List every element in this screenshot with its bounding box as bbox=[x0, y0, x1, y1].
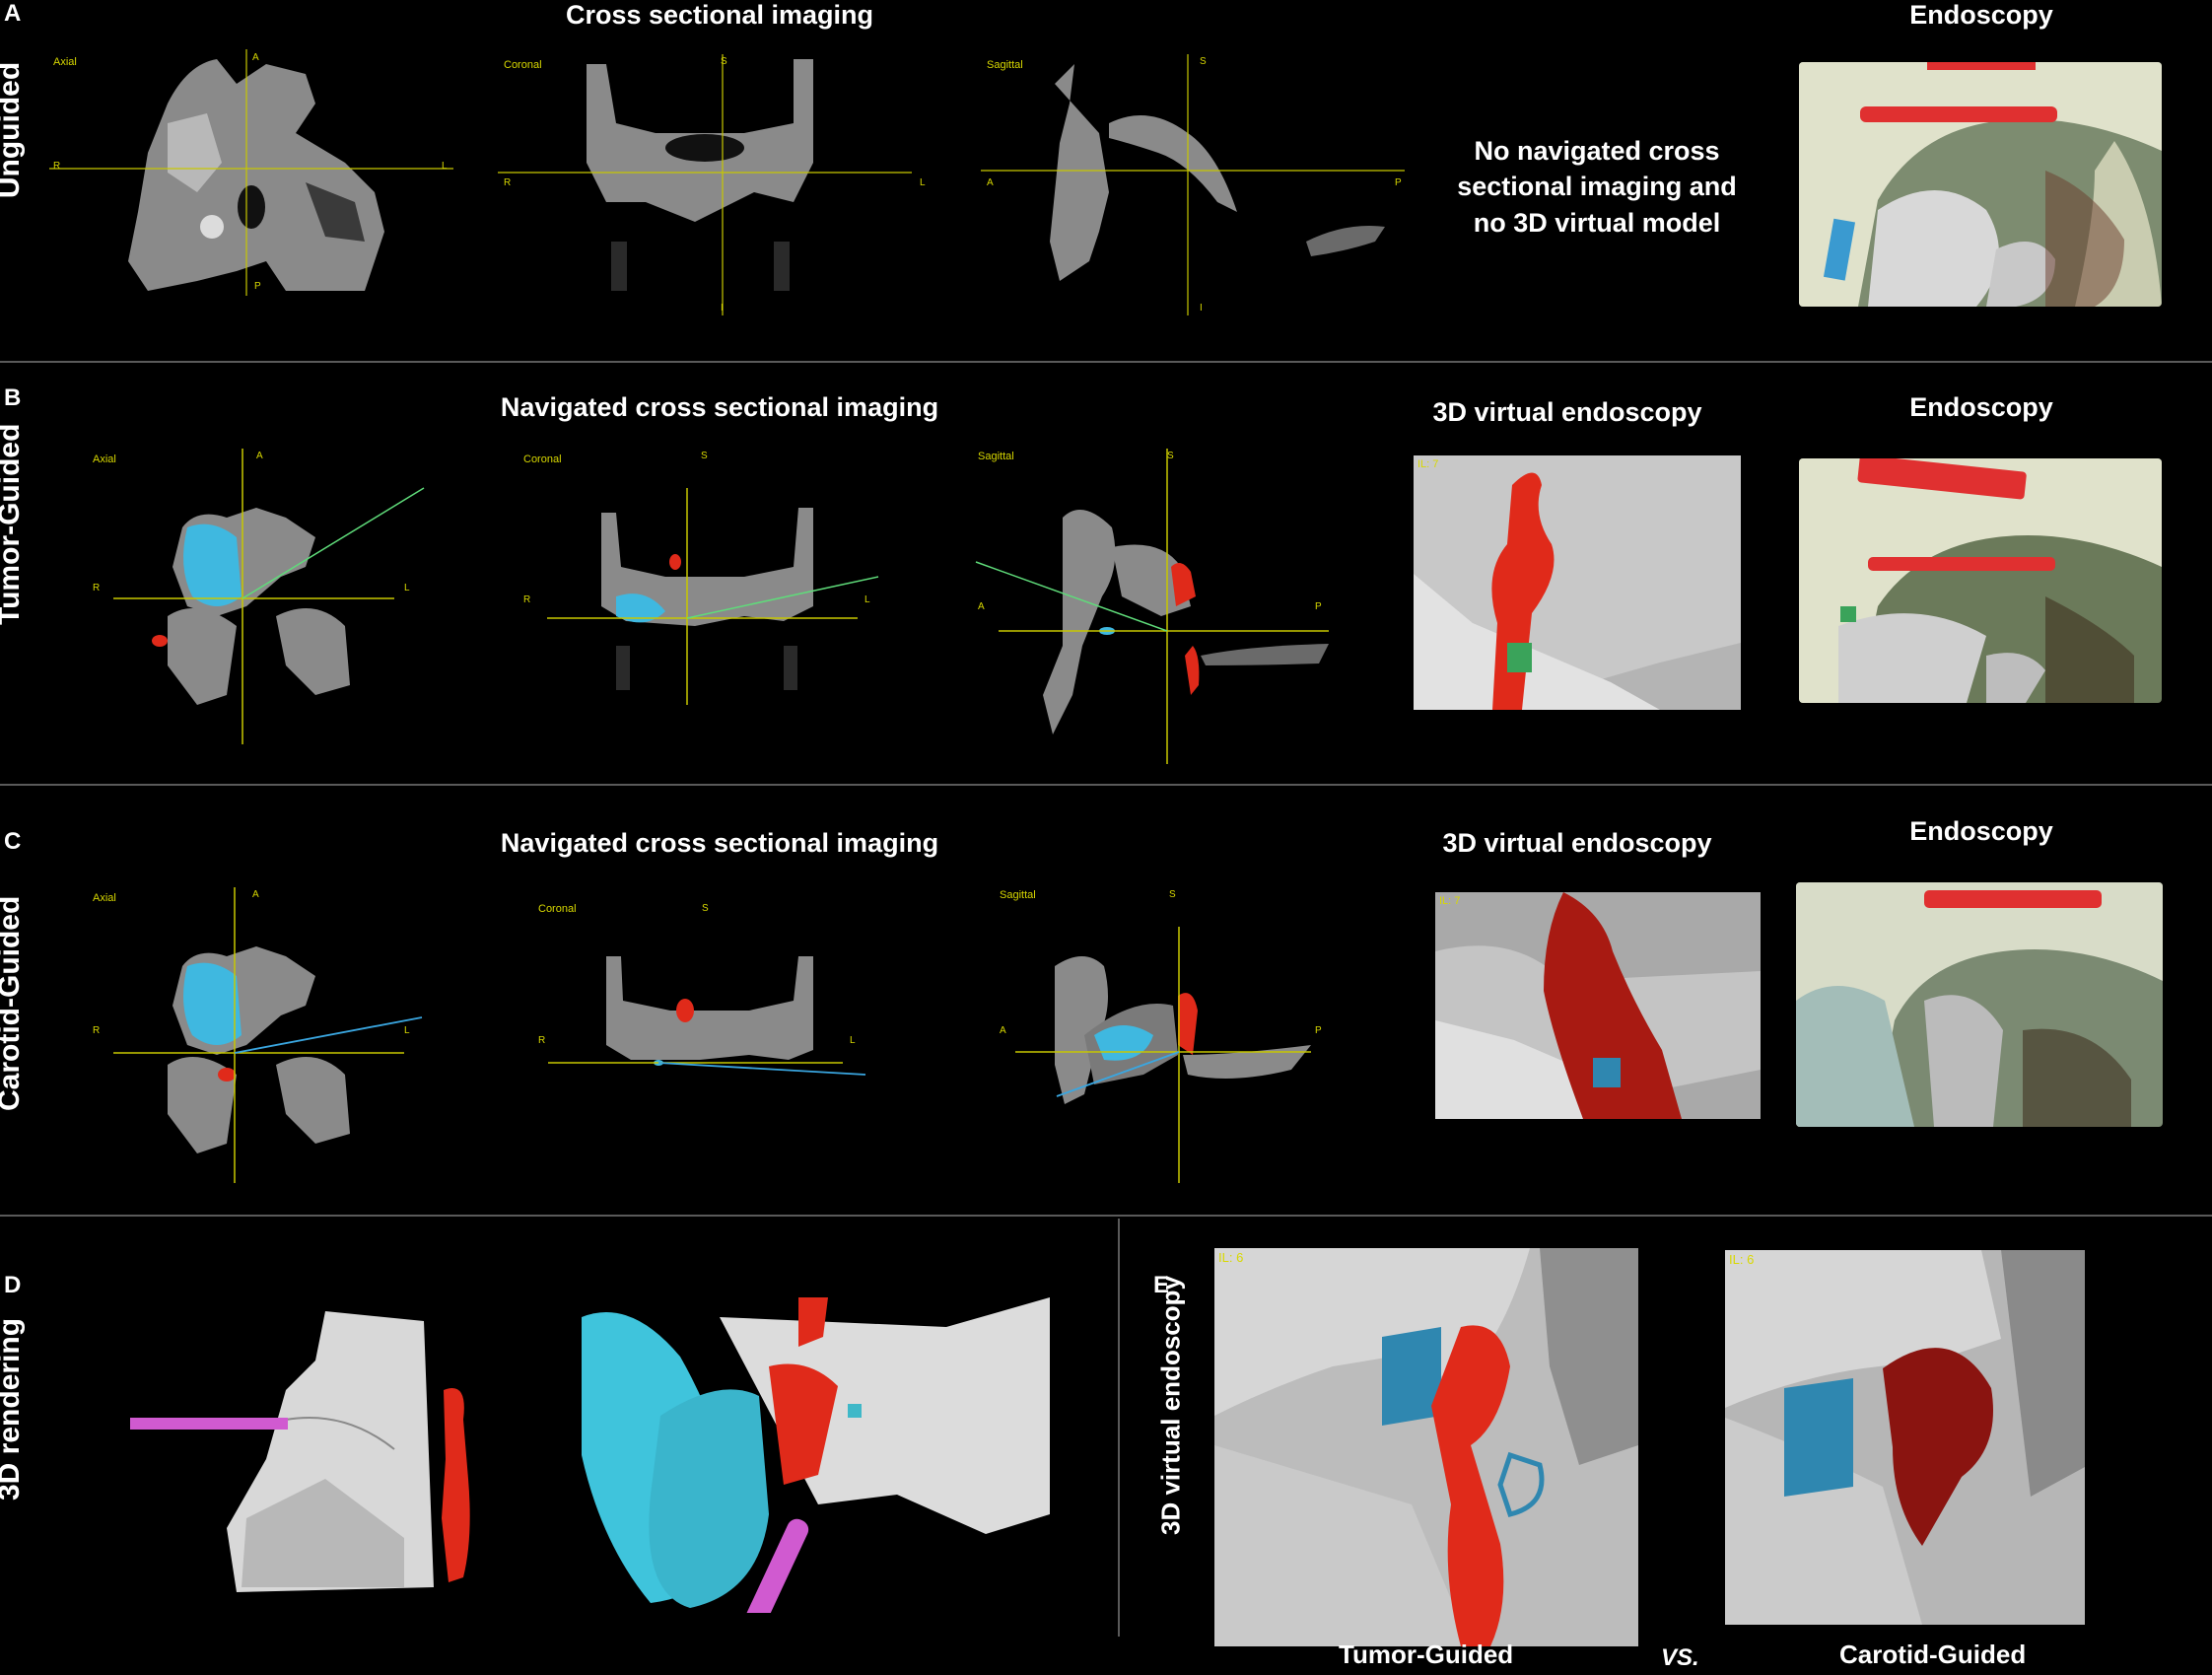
ct-axial-unguided: Axial A R L P bbox=[39, 44, 453, 296]
ct-axial-image bbox=[49, 49, 453, 296]
orient-bottom: I bbox=[721, 303, 724, 314]
orient-left: A bbox=[978, 601, 985, 612]
orient-right: L bbox=[864, 594, 870, 605]
ct-coronal-tumor-guided: Coronal S R L bbox=[518, 449, 912, 754]
orient-left: R bbox=[93, 1025, 101, 1036]
row-label-unguided: Unguided bbox=[0, 61, 26, 199]
view-label-sagittal: Sagittal bbox=[987, 59, 1023, 71]
il-label: IL: 7 bbox=[1439, 895, 1460, 907]
ct-sagittal-image bbox=[975, 449, 1329, 764]
orient-right: P bbox=[1395, 177, 1402, 188]
ct-axial-image bbox=[113, 887, 423, 1183]
view-label-axial: Axial bbox=[53, 56, 77, 68]
orient-bottom: P bbox=[254, 281, 261, 292]
closeup-render-image bbox=[572, 1297, 1050, 1613]
ct-sagittal-unguided: Sagittal S A P I bbox=[981, 44, 1405, 315]
row-label-carotid-guided: Carotid-Guided bbox=[0, 895, 26, 1111]
heading-navigated-imaging-b: Navigated cross sectional imaging bbox=[500, 392, 939, 422]
panel-letter-a: A bbox=[4, 0, 22, 27]
ct-sagittal-image bbox=[1015, 927, 1311, 1183]
orient-left: A bbox=[1000, 1025, 1006, 1036]
orient-top: A bbox=[252, 889, 259, 900]
view-label-sagittal: Sagittal bbox=[1000, 889, 1036, 901]
endoscopy-photo-tumor-guided bbox=[1799, 458, 2162, 703]
heading-virtual-endoscopy-c: 3D virtual endoscopy bbox=[1442, 828, 1712, 858]
ct-axial-carotid-guided: Axial A R L bbox=[89, 887, 434, 1183]
panel-letter-b: B bbox=[4, 384, 22, 411]
orient-right: P bbox=[1315, 1025, 1322, 1036]
orient-top: A bbox=[252, 52, 259, 63]
heading-virtual-endoscopy-b: 3D virtual endoscopy bbox=[1432, 397, 1702, 427]
ct-coronal-image bbox=[547, 488, 879, 705]
caption-vs: VS. bbox=[1661, 1644, 1699, 1671]
orient-left: R bbox=[523, 594, 531, 605]
skull-render-image bbox=[130, 1311, 470, 1592]
orient-top: S bbox=[1200, 56, 1207, 67]
3d-rendering-closeup bbox=[572, 1297, 1050, 1613]
ct-coronal-carotid-guided: Coronal S R L bbox=[532, 887, 907, 1183]
row-label-tumor-guided: Tumor-Guided bbox=[0, 423, 26, 625]
no-navigation-note: No navigated cross sectional imaging and… bbox=[1457, 136, 1737, 238]
orient-right: P bbox=[1315, 601, 1322, 612]
il-label: IL: 6 bbox=[1729, 1252, 1754, 1267]
ct-coronal-image bbox=[498, 54, 912, 315]
ct-axial-image bbox=[113, 449, 425, 744]
row-divider-cd bbox=[0, 1215, 2212, 1217]
orient-right: L bbox=[404, 583, 410, 593]
orient-top: S bbox=[701, 451, 708, 461]
orient-top: S bbox=[721, 56, 727, 67]
virtual-endoscopy-carotid-guided-closeup: IL: 6 bbox=[1725, 1250, 2085, 1625]
3d-rendering-skull-model bbox=[128, 1301, 503, 1597]
orient-right: L bbox=[404, 1025, 410, 1036]
orient-left: R bbox=[504, 177, 512, 188]
orient-left: A bbox=[987, 177, 994, 188]
caption-tumor-guided: Tumor-Guided bbox=[1339, 1640, 1514, 1669]
panel-letter-c: C bbox=[4, 828, 22, 855]
ct-axial-tumor-guided: Axial A R L bbox=[89, 449, 434, 744]
ct-coronal-image bbox=[548, 956, 866, 1076]
heading-endoscopy-a: Endoscopy bbox=[1909, 0, 2053, 30]
heading-cross-sectional-imaging: Cross sectional imaging bbox=[565, 0, 874, 30]
view-label-axial: Axial bbox=[93, 454, 116, 465]
row-label-3d-rendering: 3D rendering bbox=[0, 1317, 26, 1501]
endoscopy-photo-unguided bbox=[1799, 62, 2162, 307]
orient-right: L bbox=[442, 161, 448, 172]
orient-top: A bbox=[256, 451, 263, 461]
panel-letter-d: D bbox=[4, 1272, 22, 1298]
row-divider-bc bbox=[0, 784, 2212, 786]
row-divider-ab bbox=[0, 361, 2212, 363]
view-label-coronal: Coronal bbox=[523, 454, 562, 465]
orient-right: L bbox=[850, 1035, 856, 1046]
endoscopy-photo-carotid-guided bbox=[1796, 882, 2163, 1127]
view-label-coronal: Coronal bbox=[538, 903, 577, 915]
heading-endoscopy-b: Endoscopy bbox=[1909, 392, 2053, 422]
orient-bottom: I bbox=[1200, 303, 1203, 314]
row-label-3d-virtual-endoscopy: 3D virtual endoscopy bbox=[1155, 1276, 1186, 1535]
il-label: IL: 7 bbox=[1417, 458, 1438, 470]
orient-top: S bbox=[1167, 451, 1174, 461]
orient-left: R bbox=[538, 1035, 546, 1046]
orient-top: S bbox=[1169, 889, 1176, 900]
view-label-coronal: Coronal bbox=[504, 59, 542, 71]
caption-carotid-guided: Carotid-Guided bbox=[1839, 1640, 2027, 1669]
ct-sagittal-carotid-guided: Sagittal S A P bbox=[996, 887, 1350, 1193]
panel-divider-de bbox=[1118, 1219, 1120, 1637]
orient-right: L bbox=[920, 177, 926, 188]
view-label-axial: Axial bbox=[93, 892, 116, 904]
view-label-sagittal: Sagittal bbox=[978, 451, 1014, 462]
ct-coronal-unguided: Coronal S R L I bbox=[498, 44, 926, 315]
ct-sagittal-image bbox=[981, 54, 1405, 315]
virtual-endoscopy-tumor-guided: IL: 7 bbox=[1414, 455, 1741, 710]
orient-left: R bbox=[53, 161, 61, 172]
heading-endoscopy-c: Endoscopy bbox=[1909, 816, 2053, 846]
panel-letter-e: E bbox=[1153, 1272, 1170, 1298]
orient-top: S bbox=[702, 903, 709, 914]
il-label: IL: 6 bbox=[1218, 1250, 1243, 1265]
heading-navigated-imaging-c: Navigated cross sectional imaging bbox=[500, 828, 939, 858]
ct-sagittal-tumor-guided: Sagittal S A P bbox=[974, 449, 1339, 774]
virtual-endoscopy-carotid-guided: IL: 7 bbox=[1435, 892, 1761, 1119]
orient-left: R bbox=[93, 583, 101, 593]
virtual-endoscopy-tumor-guided-closeup: IL: 6 bbox=[1214, 1248, 1638, 1646]
